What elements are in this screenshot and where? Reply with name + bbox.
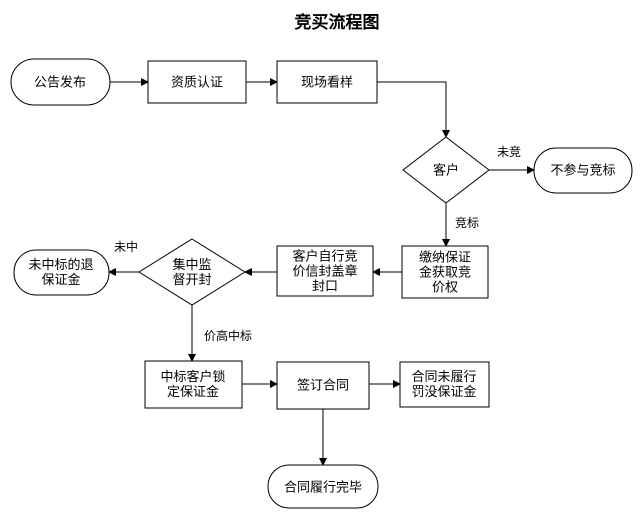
node-forfeit: 合同未履行罚没保证金	[399, 361, 490, 408]
node-refund: 未中标的退保证金	[13, 249, 110, 296]
node-no-bid: 不参与竞标	[533, 147, 633, 194]
node-deposit: 缴纳保证金获取竞价权	[401, 245, 489, 299]
diagram-title: 竞买流程图	[295, 12, 380, 33]
node-contract: 签订合同	[276, 361, 370, 410]
node-deposit-label-line: 价权	[432, 280, 458, 296]
node-forfeit-label-line: 合同未履行	[411, 370, 476, 385]
node-qualify-label: 资质认证	[171, 76, 223, 91]
node-customer-label: 客户	[433, 163, 459, 179]
node-customer: 客户	[402, 136, 490, 204]
node-inspect-label-line: 现场看样	[301, 75, 353, 91]
node-forfeit-label-line: 罚没保证金	[411, 384, 476, 400]
node-contract-label-line: 签订合同	[297, 378, 349, 394]
node-customer-label-line: 客户	[433, 163, 459, 179]
node-refund-label: 未中标的退保证金	[28, 257, 93, 288]
node-refund-label-line: 未中标的退	[28, 257, 93, 273]
node-contract-label: 签订合同	[297, 378, 349, 394]
edge-label-not-bid: 未竞	[497, 145, 521, 159]
node-lock-label: 中标客户锁定保证金	[160, 369, 225, 400]
node-deposit-label: 缴纳保证金获取竞价权	[419, 251, 471, 296]
node-complete-label: 合同履行完毕	[284, 481, 362, 496]
node-seal: 客户自行竞价信封盖章封口	[276, 245, 374, 297]
node-seal-label-line: 客户自行竞	[292, 249, 357, 265]
node-inspect: 现场看样	[276, 60, 378, 104]
node-no-bid-label-line: 不参与竞标	[550, 163, 615, 179]
node-seal-label-line: 封口	[312, 280, 338, 295]
edges	[108, 78, 535, 466]
node-lock-label-line: 定保证金	[167, 384, 219, 400]
node-qualify-label-line: 资质认证	[171, 76, 223, 91]
node-open: 集中监督开封	[138, 238, 246, 306]
edge-inspect-customer	[377, 81, 450, 138]
node-announce: 公告发布	[10, 58, 111, 106]
node-qualify: 资质认证	[147, 60, 247, 104]
node-open-label: 集中监督开封	[172, 257, 211, 288]
node-lock: 中标客户锁定保证金	[144, 360, 243, 409]
node-inspect-label: 现场看样	[301, 75, 353, 91]
node-seal-label: 客户自行竞价信封盖章封口	[292, 249, 357, 295]
node-complete: 合同履行完毕	[267, 464, 379, 509]
node-seal-label-line: 价信封盖章	[292, 264, 357, 280]
node-deposit-label-line: 金获取竞	[419, 265, 471, 281]
node-announce-label-line: 公告发布	[34, 75, 86, 91]
node-open-label-line: 督开封	[172, 273, 211, 288]
edge-label-bid: 竞标	[455, 216, 479, 230]
node-open-label-line: 集中监	[172, 257, 211, 273]
node-deposit-label-line: 缴纳保证	[419, 251, 471, 266]
node-no-bid-label: 不参与竞标	[550, 163, 615, 179]
edge-label-won: 价高中标	[204, 328, 252, 343]
node-complete-label-line: 合同履行完毕	[284, 481, 362, 496]
node-announce-label: 公告发布	[34, 75, 86, 91]
node-refund-label-line: 保证金	[41, 272, 80, 288]
node-lock-label-line: 中标客户锁	[160, 369, 225, 385]
node-forfeit-label: 合同未履行罚没保证金	[411, 370, 476, 400]
edge-label-not-won: 未中	[114, 239, 138, 254]
